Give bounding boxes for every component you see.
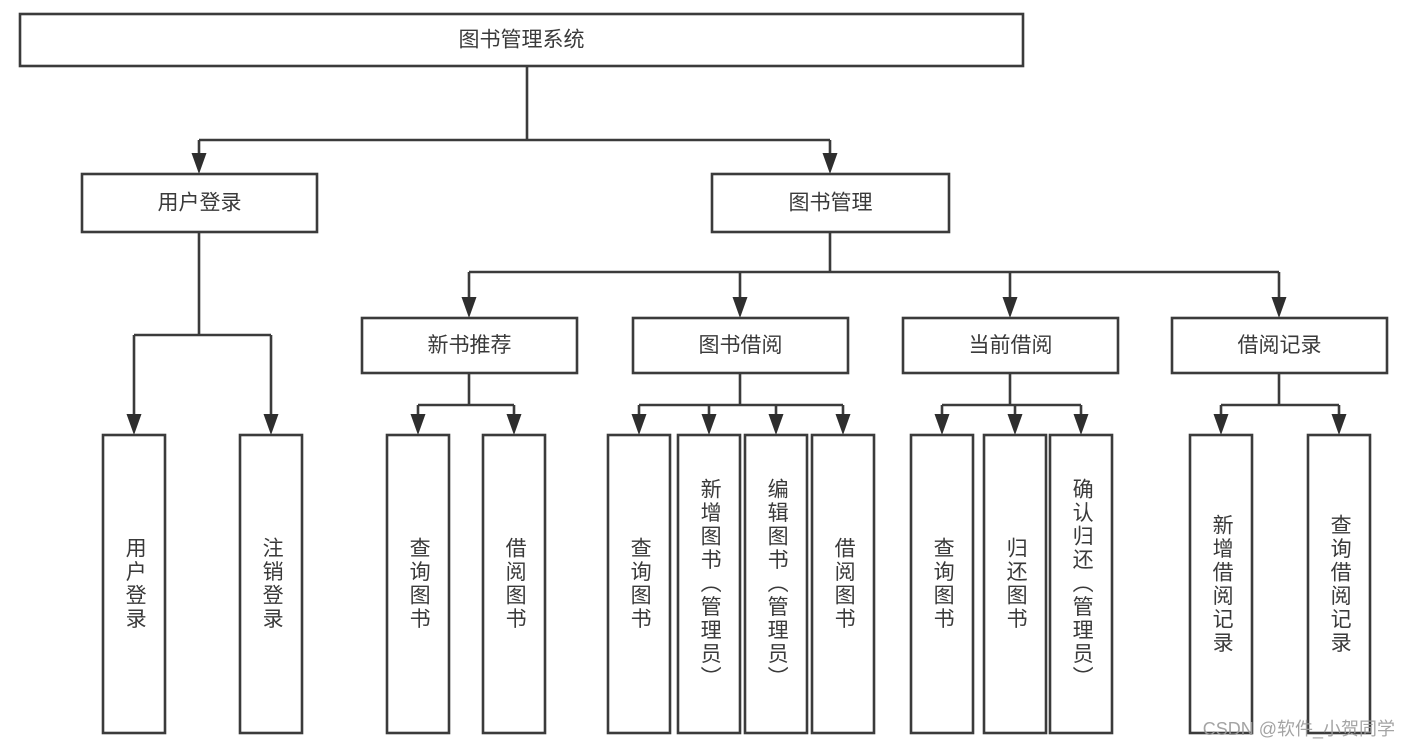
level2-node-图书管理-label: 图书管理: [789, 192, 873, 215]
level3-node-图书借阅-box[interactable]: [631, 316, 850, 375]
leaf-node-12-查询借阅记录-box[interactable]: [1306, 433, 1372, 735]
arrow-head-icon: [631, 414, 647, 435]
leaf-node-10-确认归还管理员-box[interactable]: [1048, 433, 1114, 735]
leaf-node-7-借阅图书-box[interactable]: [810, 433, 876, 735]
connector-group-root-to-level2: [191, 66, 838, 174]
arrow-head-icon: [768, 414, 784, 435]
leaf-node-4-查询图书-box[interactable]: [606, 433, 672, 735]
leaf-node-9-归还图书-box[interactable]: [982, 433, 1048, 735]
level3-node-图书借阅-label: 图书借阅: [699, 334, 783, 357]
arrow-head-icon: [1213, 414, 1229, 435]
leaf-node-3-借阅图书-box[interactable]: [481, 433, 547, 735]
arrow-head-icon: [822, 153, 838, 174]
arrow-head-icon: [835, 414, 851, 435]
root-node-图书管理系统-label: 图书管理系统: [459, 29, 585, 52]
level3-node-当前借阅-box[interactable]: [901, 316, 1120, 375]
arrow-head-icon: [1331, 414, 1347, 435]
arrow-head-icon: [732, 297, 748, 318]
leaf-node-8-查询图书-box[interactable]: [909, 433, 975, 735]
arrow-head-icon: [1007, 414, 1023, 435]
arrow-head-icon: [461, 297, 477, 318]
leaf-node-0-用户登录-box[interactable]: [101, 433, 167, 735]
connector-group-books-to-level3: [461, 232, 1287, 318]
level3-node-借阅记录-box[interactable]: [1170, 316, 1389, 375]
arrow-head-icon: [1002, 297, 1018, 318]
connector-group-current-to-leaves: [934, 373, 1089, 435]
arrow-head-icon: [934, 414, 950, 435]
leaf-node-2-查询图书-box[interactable]: [385, 433, 451, 735]
leaf-node-5-新增图书管理员-box[interactable]: [676, 433, 742, 735]
arrow-head-icon: [191, 153, 207, 174]
arrow-head-icon: [263, 414, 279, 435]
boxes-layer: [18, 12, 1389, 735]
connector-group-record-to-leaves: [1213, 373, 1347, 435]
connector-group-login-to-leaves: [126, 232, 279, 435]
connector-group-borrow-to-leaves: [631, 373, 851, 435]
level3-node-新书推荐-box[interactable]: [360, 316, 579, 375]
connector-group-newbook-to-leaves: [410, 373, 522, 435]
level2-node-图书管理-box[interactable]: [710, 172, 951, 234]
level2-node-用户登录-box[interactable]: [80, 172, 319, 234]
connectors-layer: [126, 66, 1347, 435]
arrow-head-icon: [701, 414, 717, 435]
arrow-head-icon: [1271, 297, 1287, 318]
level3-node-当前借阅-label: 当前借阅: [969, 334, 1053, 357]
level2-node-用户登录-label: 用户登录: [158, 192, 242, 215]
leaf-node-1-注销登录-box[interactable]: [238, 433, 304, 735]
arrow-head-icon: [410, 414, 426, 435]
arrow-head-icon: [1073, 414, 1089, 435]
arrow-head-icon: [126, 414, 142, 435]
arrow-head-icon: [506, 414, 522, 435]
level3-node-借阅记录-label: 借阅记录: [1238, 334, 1322, 357]
leaf-node-6-编辑图书管理员-box[interactable]: [743, 433, 809, 735]
leaf-node-11-新增借阅记录-box[interactable]: [1188, 433, 1254, 735]
root-node-图书管理系统-box[interactable]: [18, 12, 1025, 68]
level3-node-新书推荐-label: 新书推荐: [428, 334, 512, 357]
